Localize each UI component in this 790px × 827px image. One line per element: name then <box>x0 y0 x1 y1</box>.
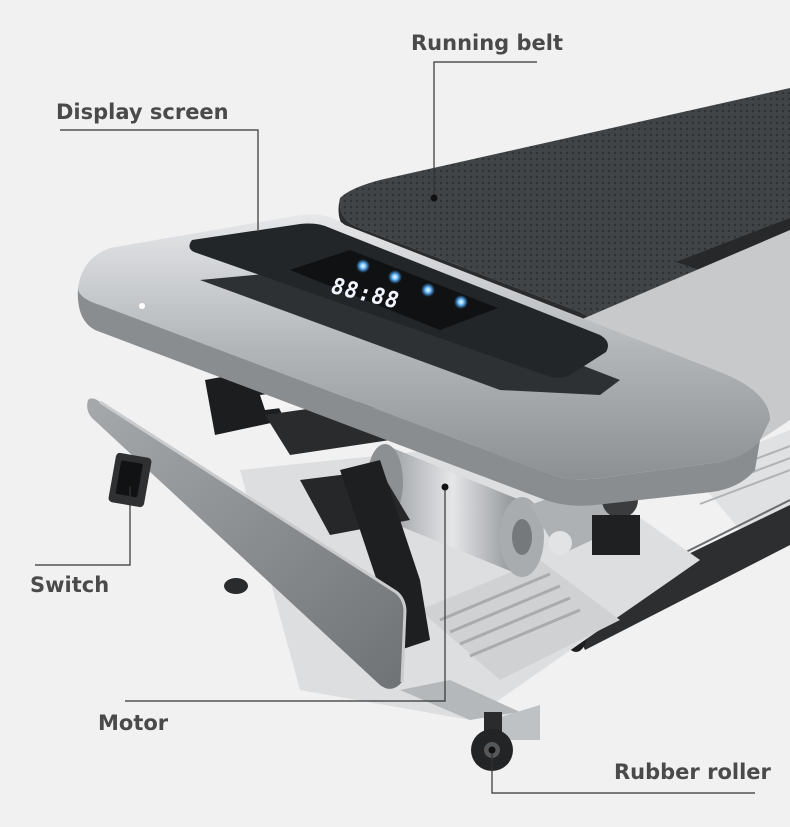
leader-line-running-belt <box>433 61 537 198</box>
label-display-screen: Display screen <box>56 100 229 124</box>
display-screen <box>189 223 608 378</box>
leader-line-rubber-roller <box>491 748 755 794</box>
label-switch: Switch <box>30 573 110 597</box>
led-indicator-icon <box>388 270 402 284</box>
side-cover-panel <box>87 398 407 689</box>
pointer-dot <box>441 483 449 491</box>
pointer-dot <box>430 194 438 202</box>
label-rubber-roller: Rubber roller <box>614 760 771 784</box>
label-motor: Motor <box>98 711 169 735</box>
led-indicator-icon <box>454 295 468 309</box>
leader-line-switch <box>35 483 131 566</box>
pointer-dot <box>488 746 496 754</box>
led-indicator-icon <box>421 283 435 297</box>
leader-line-motor <box>125 485 446 702</box>
label-running-belt: Running belt <box>411 31 564 55</box>
pointer-dot <box>126 479 134 487</box>
leader-line-display-screen <box>60 129 259 230</box>
led-indicator-icon <box>356 259 370 273</box>
